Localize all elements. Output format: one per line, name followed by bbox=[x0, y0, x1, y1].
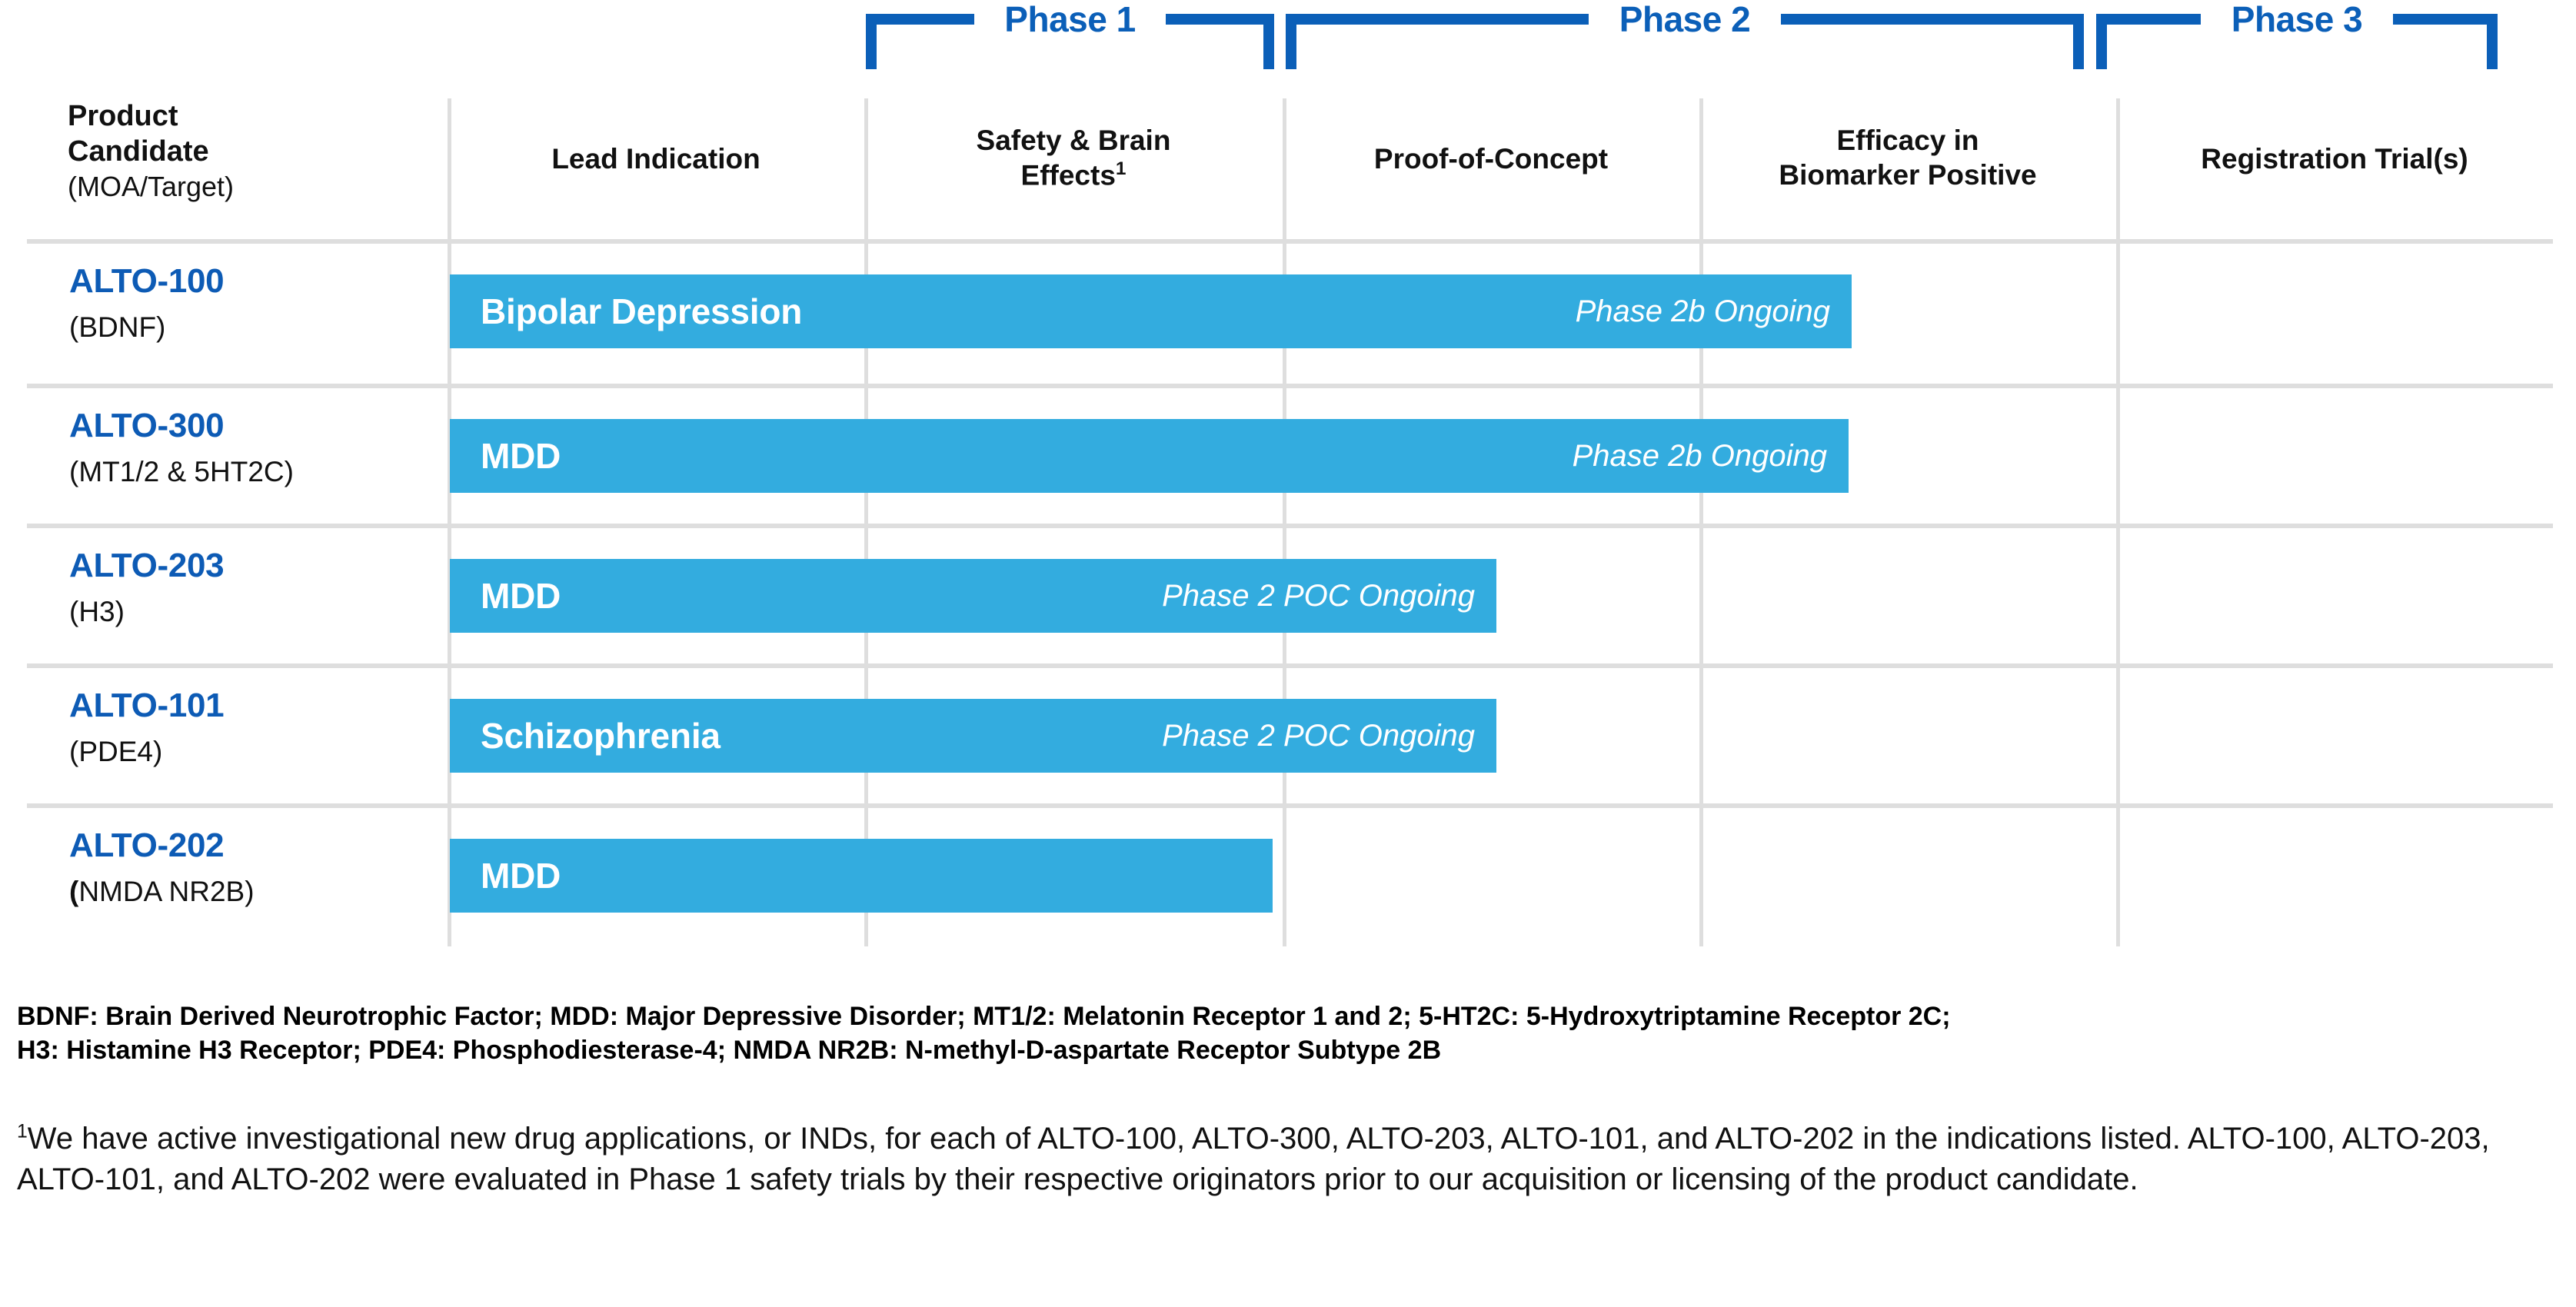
phase-bracket-band: Phase 1 Phase 2 Phase 3 bbox=[0, 0, 2576, 85]
bar-status-label: Phase 2 POC Ongoing bbox=[1162, 578, 1475, 613]
phase-label-1: Phase 1 bbox=[1004, 0, 1136, 39]
column-divider-5 bbox=[2116, 98, 2120, 946]
pipeline-bar-alto-202[interactable]: MDD bbox=[450, 839, 1273, 913]
bar-indication-label: MDD bbox=[481, 576, 561, 616]
bracket-left-bar bbox=[2096, 14, 2201, 25]
table-row: ALTO-300 (MT1/2 & 5HT2C) MDD Phase 2b Ongoi… bbox=[0, 387, 2576, 527]
column-divider-2 bbox=[864, 98, 868, 946]
product-moa: (NMDA NR2B) bbox=[69, 876, 255, 907]
product-moa: (PDE4) bbox=[69, 736, 163, 767]
phase-bracket-2: Phase 2 bbox=[1286, 2, 2084, 69]
phase-label-3: Phase 3 bbox=[2231, 0, 2363, 39]
column-divider-3 bbox=[1283, 98, 1286, 946]
pipeline-bar-alto-101[interactable]: Schizophrenia Phase 2 POC Ongoing bbox=[450, 699, 1496, 773]
abbreviations-line-1: BDNF: Brain Derived Neurotrophic Factor;… bbox=[17, 1002, 1951, 1031]
column-header-line-2-text: Biomarker Positive bbox=[1779, 159, 2037, 191]
product-name-alto-202: ALTO-202 bbox=[69, 826, 225, 864]
column-header-label: Proof-of-Concept bbox=[1373, 143, 1609, 175]
abbreviations-note: BDNF: Brain Derived Neurotrophic Factor;… bbox=[17, 999, 2562, 1067]
product-moa-text: NMDA NR2B) bbox=[78, 876, 255, 907]
column-header-line-1: Efficacy in bbox=[1836, 125, 1979, 156]
bracket-left-leg bbox=[866, 14, 877, 69]
bar-indication-label: MDD bbox=[481, 856, 561, 896]
pipeline-bar-alto-100[interactable]: Bipolar Depression Phase 2b Ongoing bbox=[450, 274, 1852, 348]
column-header-registration-trials: Registration Trial(s) bbox=[2116, 141, 2553, 176]
bar-indication-label: MDD bbox=[481, 436, 561, 476]
product-moa: (MT1/2 & 5HT2C) bbox=[69, 456, 294, 487]
pipeline-bar-alto-300[interactable]: MDD Phase 2b Ongoing bbox=[450, 419, 1849, 493]
row-divider-5 bbox=[27, 803, 2553, 808]
row-divider-4 bbox=[27, 663, 2553, 668]
product-moa-prefix: ( bbox=[69, 876, 79, 907]
phase-bracket-1: Phase 1 bbox=[866, 2, 1274, 69]
column-header-lead-indication: Lead Indication bbox=[448, 141, 864, 176]
product-moa: (H3) bbox=[69, 596, 125, 627]
phase-bracket-3: Phase 3 bbox=[2096, 2, 2498, 69]
bracket-right-leg bbox=[1263, 14, 1274, 69]
bracket-right-bar bbox=[2393, 14, 2498, 25]
row-divider-3 bbox=[27, 524, 2553, 528]
column-header-footnote-marker: 1 bbox=[1115, 158, 1127, 180]
bar-status-label: Phase 2b Ongoing bbox=[1575, 294, 1830, 328]
bracket-left-leg bbox=[2096, 14, 2107, 69]
product-name-alto-100: ALTO-100 bbox=[69, 262, 225, 300]
bracket-left-leg bbox=[1286, 14, 1296, 69]
bar-status-label: Phase 2 POC Ongoing bbox=[1162, 718, 1475, 753]
column-header-line-1: Product bbox=[68, 100, 178, 132]
bar-indication-label: Schizophrenia bbox=[481, 716, 721, 756]
column-divider-4 bbox=[1699, 98, 1703, 946]
column-header-line-2: Candidate bbox=[68, 135, 209, 168]
footnote-1: 1We have active investigational new drug… bbox=[17, 1119, 2554, 1200]
table-row: ALTO-203 (H3) MDD Phase 2 POC Ongoing bbox=[0, 527, 2576, 667]
column-header-line-2-text: Effects bbox=[1020, 159, 1116, 191]
row-divider-2 bbox=[27, 384, 2553, 388]
table-row: ALTO-202 (NMDA NR2B) MDD bbox=[0, 806, 2576, 946]
column-header-proof-of-concept: Proof-of-Concept bbox=[1283, 141, 1699, 176]
product-name-alto-300: ALTO-300 bbox=[69, 407, 225, 444]
product-name-alto-203: ALTO-203 bbox=[69, 547, 225, 584]
column-header-line-2: Effects1 bbox=[864, 158, 1283, 192]
column-header-line-2: Biomarker Positive bbox=[1699, 158, 2116, 192]
column-divider-1 bbox=[448, 98, 451, 946]
product-name-alto-101: ALTO-101 bbox=[69, 687, 225, 724]
pipeline-bar-alto-203[interactable]: MDD Phase 2 POC Ongoing bbox=[450, 559, 1496, 633]
column-header-line-1: Safety & Brain bbox=[976, 125, 1171, 156]
bar-status-label: Phase 2b Ongoing bbox=[1572, 438, 1827, 473]
row-divider-1 bbox=[27, 239, 2553, 244]
footnote-text: We have active investigational new drug … bbox=[17, 1122, 2490, 1196]
table-row: ALTO-101 (PDE4) Schizophrenia Phase 2 POC O… bbox=[0, 667, 2576, 806]
bracket-left-bar bbox=[866, 14, 974, 25]
phase-label-2: Phase 2 bbox=[1619, 0, 1751, 39]
column-header-label: Registration Trial(s) bbox=[2201, 143, 2468, 175]
bracket-right-leg bbox=[2487, 14, 2498, 69]
bracket-right-leg bbox=[2073, 14, 2084, 69]
bracket-right-bar bbox=[1166, 14, 1274, 25]
column-header-label: Lead Indication bbox=[551, 143, 760, 175]
bar-indication-label: Bipolar Depression bbox=[481, 291, 803, 331]
bracket-left-bar bbox=[1286, 14, 1589, 25]
footnote-marker: 1 bbox=[17, 1121, 28, 1142]
table-row: ALTO-100 (BDNF) Bipolar Depression Phase 2b… bbox=[0, 242, 2576, 382]
column-header-line-3: (MOA/Target) bbox=[68, 170, 235, 202]
bracket-right-bar bbox=[1781, 14, 2084, 25]
product-moa: (BDNF) bbox=[69, 311, 166, 343]
abbreviations-line-2: H3: Histamine H3 Receptor; PDE4: Phospho… bbox=[17, 1036, 1442, 1066]
